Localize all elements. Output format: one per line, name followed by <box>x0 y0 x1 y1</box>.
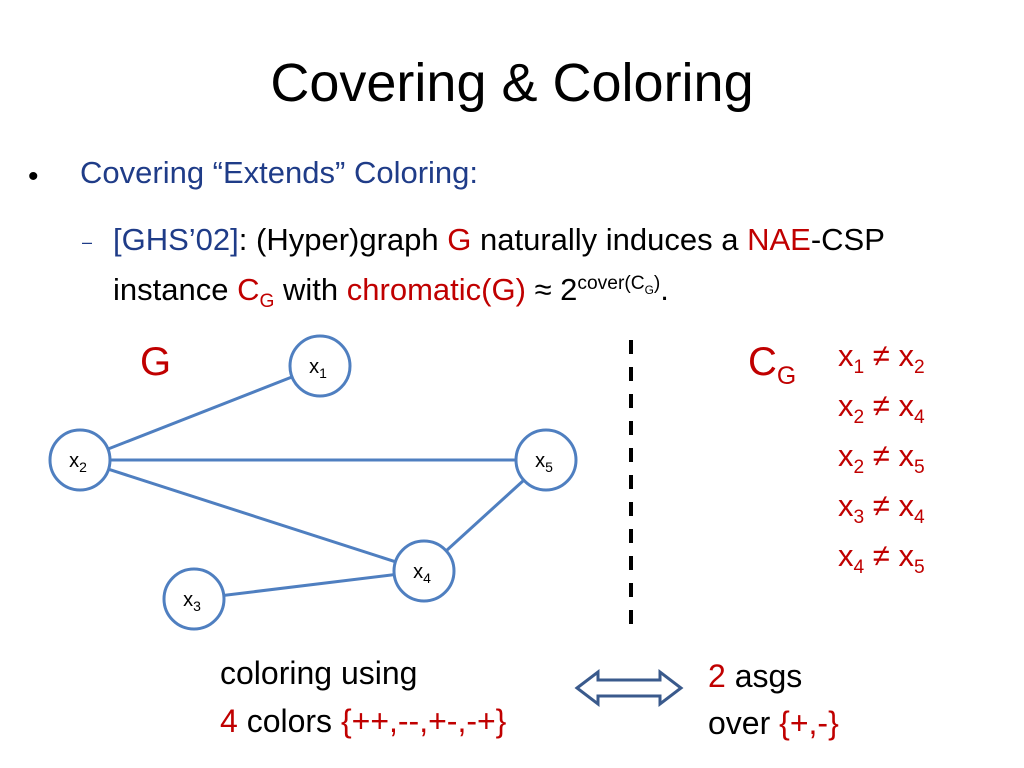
colors-word: colors <box>237 703 341 739</box>
svg-text:x5: x5 <box>535 450 553 475</box>
svg-text:x2: x2 <box>69 450 87 475</box>
graph-node-x2: x2 <box>48 428 112 492</box>
svg-text:x4: x4 <box>413 561 431 586</box>
text-induces: naturally induces a <box>471 222 748 257</box>
instance-c-sub: G <box>259 291 275 313</box>
bullet-text: Covering “Extends” Coloring: <box>80 155 479 190</box>
sub-bullet-dash: – <box>82 232 93 252</box>
text-with: with <box>274 272 347 307</box>
constraint-item: x2 ≠ x4 <box>838 388 925 429</box>
cover-exponent: cover(CG) <box>577 272 661 297</box>
graph-node-x3: x3 <box>162 567 226 631</box>
graph-node-x5: x5 <box>514 428 578 492</box>
graph-edge-x2-x1 <box>79 364 321 462</box>
svg-text:x3: x3 <box>183 589 201 614</box>
cover-exp-b: ) <box>653 272 661 294</box>
asgs-count: 2 <box>708 658 726 694</box>
graph-nodes: x1 x2 x5 x4 x3 <box>48 334 578 631</box>
csp-label: CG <box>748 340 796 391</box>
over-word: over <box>708 705 780 741</box>
text-instance: instance <box>113 272 238 307</box>
constraint-item: x3 ≠ x4 <box>838 488 925 529</box>
approx-two: ≈ 2 <box>525 272 578 307</box>
nae-term: NAE <box>747 222 811 257</box>
svg-text:x1: x1 <box>309 356 327 381</box>
text-hypergraph: : (Hyper)graph <box>238 222 448 257</box>
slide-title: Covering & Coloring <box>270 53 754 113</box>
coloring-line-2: 4 colors {++,--,+-,-+} <box>220 703 506 740</box>
cover-exp-a: cover(C <box>577 272 645 294</box>
chromatic-term: chromatic(G) <box>346 272 526 307</box>
graph-edges <box>79 364 548 601</box>
asgs-line-1: 2 asgs <box>708 658 802 695</box>
graph-edge-x2-x4 <box>79 458 425 573</box>
graph-g: G <box>447 222 472 257</box>
bullet-dot: • <box>28 160 39 193</box>
colors-count: 4 <box>220 703 238 739</box>
constraint-item: x1 ≠ x2 <box>838 338 925 379</box>
period: . <box>660 272 669 307</box>
sub-bullet-line-1: [GHS’02]: (Hyper)graph G naturally induc… <box>113 222 885 258</box>
constraint-item: x2 ≠ x5 <box>838 438 925 479</box>
double-arrow-icon <box>574 668 684 708</box>
asgs-line-2: over {+,-} <box>708 705 839 742</box>
cover-exp-sub: G <box>644 282 654 297</box>
instance-c: C <box>237 272 260 307</box>
graph-label: G <box>140 340 172 384</box>
graph-edge-x3-x4 <box>193 569 425 601</box>
graph-node-x4: x4 <box>392 539 456 603</box>
asgs-word: asgs <box>725 658 803 694</box>
csp-label-main: C <box>748 340 777 384</box>
text-csp: -CSP <box>810 222 885 257</box>
graph-node-x1: x1 <box>288 334 352 398</box>
asgs-set: {+,-} <box>779 705 839 741</box>
ghs-reference: [GHS’02] <box>113 222 239 257</box>
coloring-line-1: coloring using <box>220 655 418 691</box>
constraint-item: x4 ≠ x5 <box>838 538 925 579</box>
colors-set: {++,--,+-,-+} <box>340 703 507 739</box>
sub-bullet-line-2: instance CG with chromatic(G) ≈ 2cover(C… <box>113 272 669 313</box>
csp-label-sub: G <box>776 363 797 390</box>
